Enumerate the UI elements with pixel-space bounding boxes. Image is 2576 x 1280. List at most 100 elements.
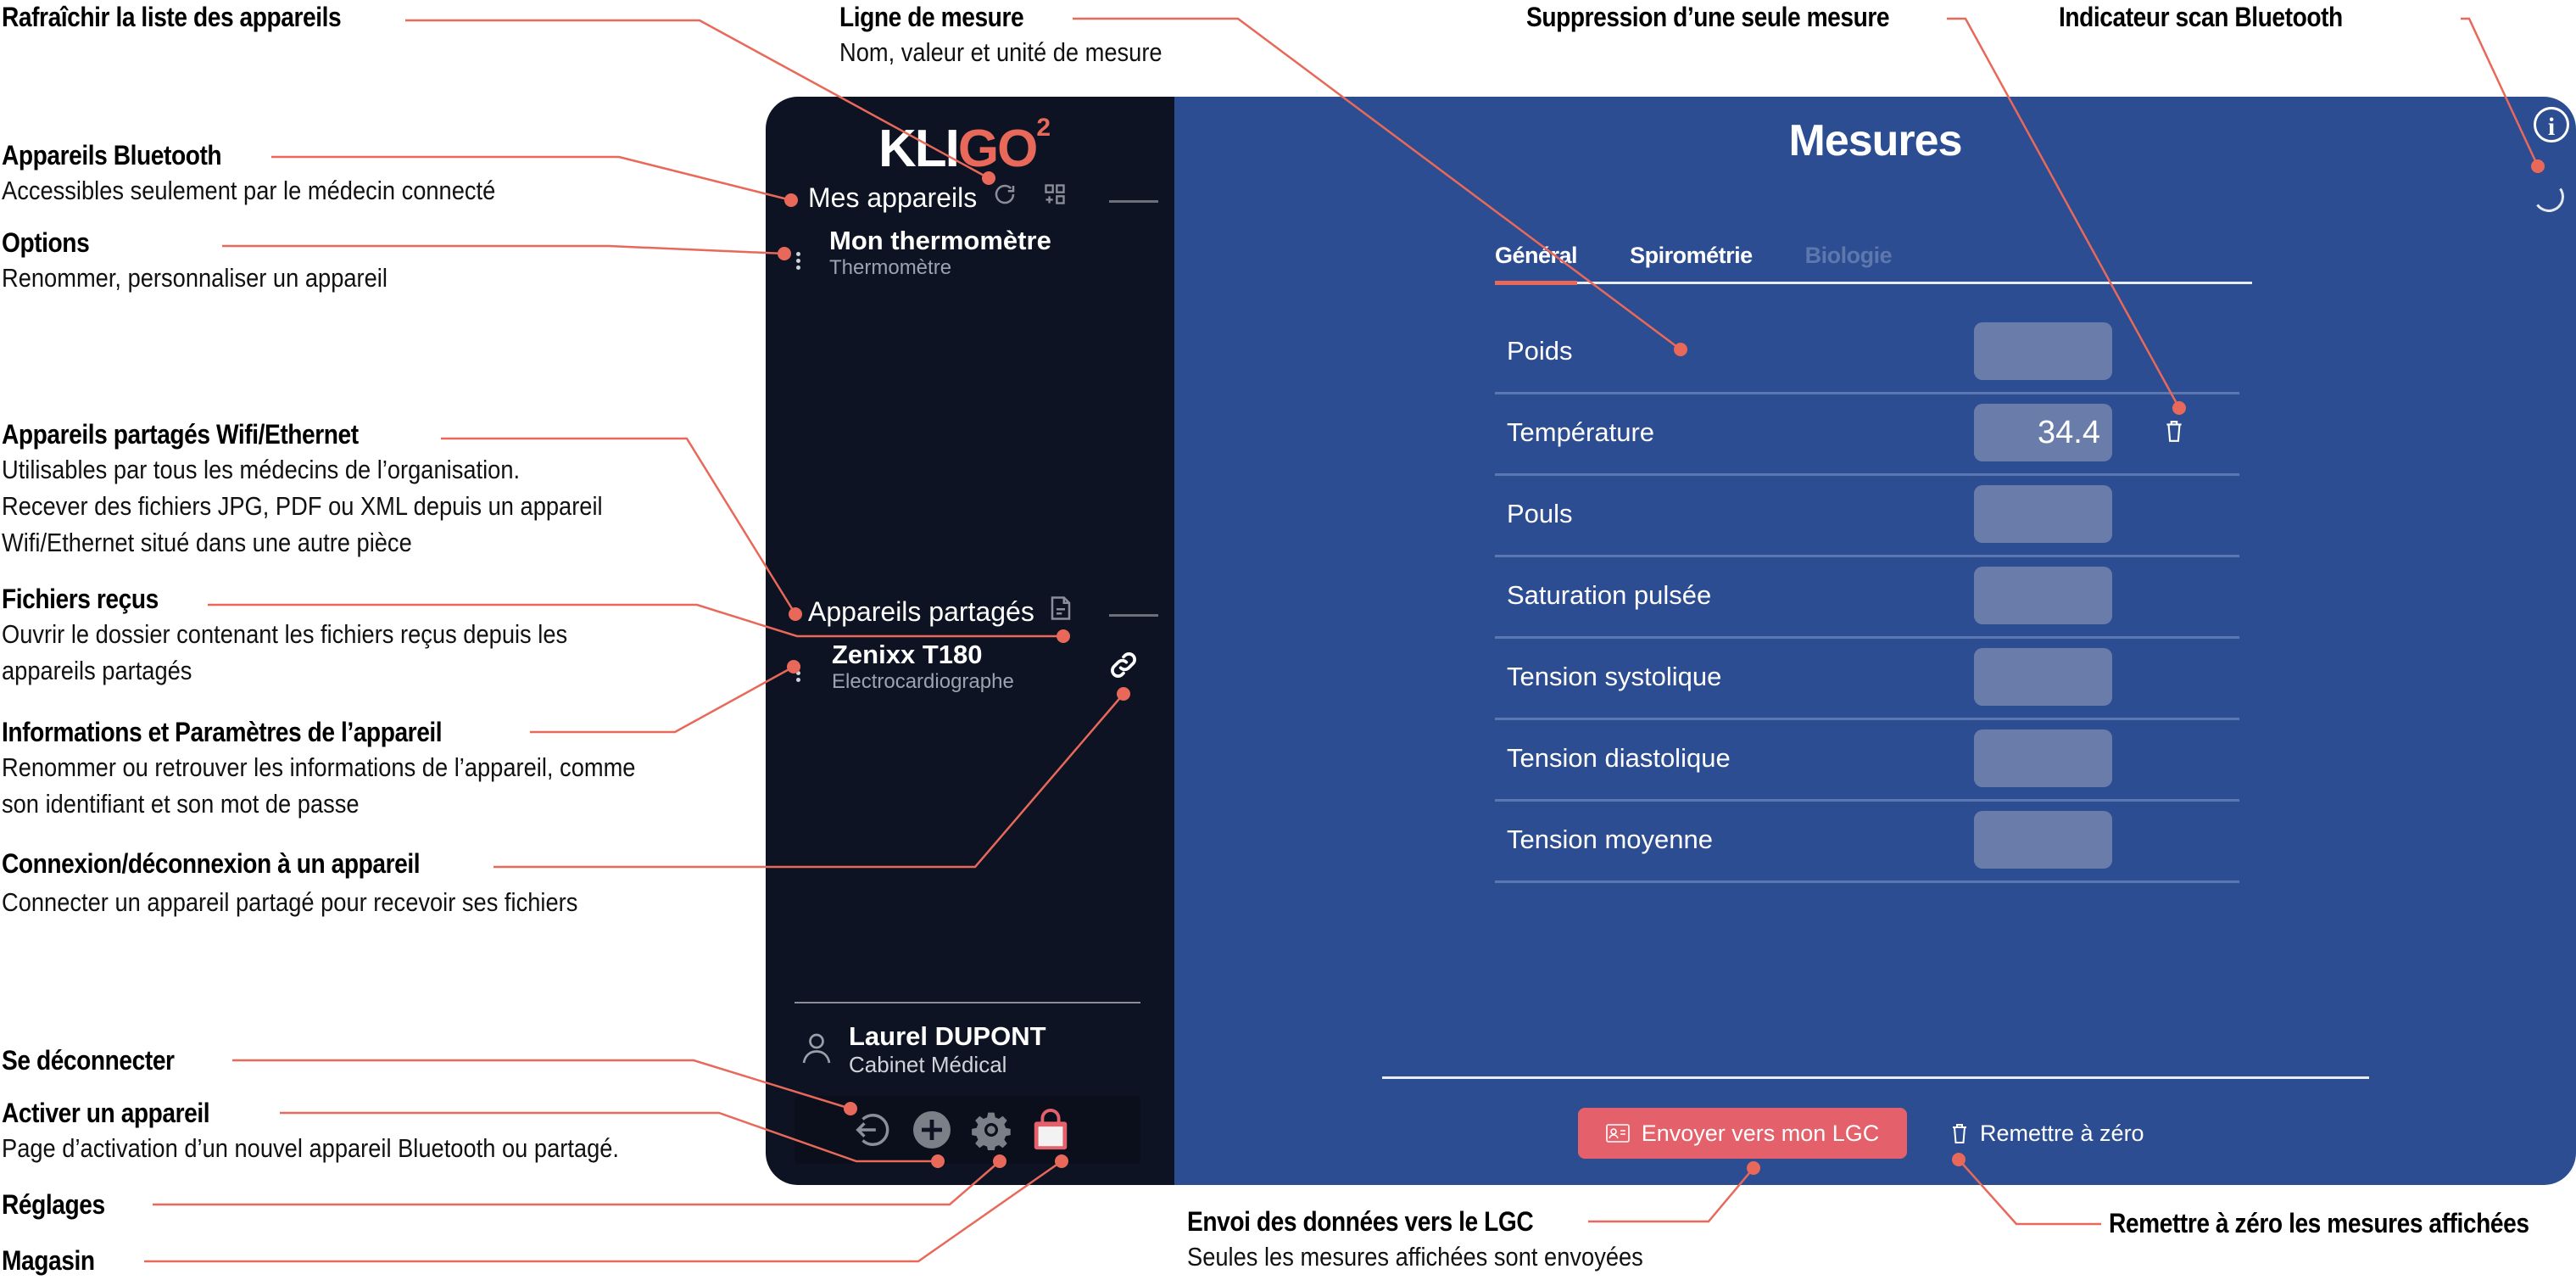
- annotation-desc: Seules les mesures affichées sont envoyé…: [1187, 1242, 1643, 1272]
- device-options-kebab-icon[interactable]: [796, 249, 801, 272]
- measure-value-input[interactable]: [1974, 729, 2112, 787]
- annotation-title: Magasin: [2, 1245, 95, 1276]
- annotation-desc: Wifi/Ethernet situé dans une autre pièce: [2, 528, 412, 557]
- annotation-delete-one: Suppression d’une seule mesure: [1526, 0, 1938, 34]
- tab-biologie: Biologie: [1804, 243, 1893, 268]
- measure-value-input[interactable]: [1974, 648, 2112, 706]
- annotation-bluetooth: Appareils Bluetooth Accessibles seulemen…: [2, 138, 563, 209]
- annotation-desc: Renommer, personnaliser un appareil: [2, 263, 388, 293]
- button-label: Remettre à zéro: [1980, 1120, 2144, 1146]
- measure-tabs: Général Spirométrie Biologie: [1495, 232, 2252, 285]
- button-label: Envoyer vers mon LGC: [1641, 1120, 1880, 1146]
- shared-device-item[interactable]: Zenixx T180 Electrocardiographe: [832, 640, 1014, 694]
- store-button[interactable]: [1030, 1109, 1071, 1150]
- annotation-desc: Connecter un appareil partagé pour recev…: [2, 887, 578, 917]
- main-panel: Mesures i Général Spirométrie Biologie P…: [1174, 97, 2576, 1185]
- measure-label: Tension diastolique: [1507, 743, 1731, 773]
- logout-icon: [856, 1114, 889, 1146]
- link-icon[interactable]: [1107, 648, 1140, 690]
- annotation-device-info: Informations et Paramètres de l’appareil…: [2, 715, 722, 822]
- annotation-desc: Nom, valeur et unité de mesure: [839, 37, 1163, 67]
- my-devices-header: Mes appareils: [808, 182, 1092, 214]
- annotation-settings: Réglages: [2, 1188, 119, 1221]
- section-divider: [1109, 200, 1158, 203]
- annotation-title: Informations et Paramètres de l’appareil: [2, 717, 443, 747]
- measure-row: Tension diastolique: [1495, 718, 2239, 802]
- annotation-send-lgc: Envoi des données vers le LGC Seules les…: [1187, 1205, 1705, 1275]
- measure-row: Tension systolique: [1495, 636, 2239, 720]
- user-icon: [801, 1031, 832, 1069]
- annotation-desc: appareils partagés: [2, 656, 192, 685]
- gear-icon: [972, 1112, 1011, 1150]
- measure-value-input[interactable]: [1974, 811, 2112, 869]
- device-type: Electrocardiographe: [832, 670, 1014, 693]
- device-type: Thermomètre: [829, 256, 952, 279]
- grid-add-icon[interactable]: [1043, 182, 1067, 213]
- bluetooth-scan-spinner-icon: [2531, 179, 2567, 215]
- file-icon[interactable]: [1050, 595, 1072, 628]
- section-title: Mes appareils: [808, 182, 978, 213]
- measure-row: Pouls: [1495, 473, 2239, 557]
- annotation-reset-all: Remettre à zéro les mesures affichées: [2109, 1206, 2576, 1240]
- annotation-title: Fichiers reçus: [2, 584, 159, 614]
- app-logo: KLIGO2: [878, 114, 1051, 179]
- measure-row: Température 34.4: [1495, 392, 2239, 476]
- annotation-options: Options Renommer, personnaliser un appar…: [2, 226, 440, 296]
- page-title: Mesures: [1788, 116, 1963, 165]
- section-title: Appareils partagés: [808, 595, 1034, 627]
- id-card-icon: [1605, 1124, 1630, 1143]
- reset-button[interactable]: Remettre à zéro: [1951, 1108, 2144, 1159]
- section-divider: [1109, 614, 1158, 617]
- logout-button[interactable]: [852, 1110, 893, 1150]
- measure-row: Saturation pulsée: [1495, 555, 2239, 639]
- app-window: KLIGO2 Mes appareils Mon thermomètre The…: [766, 97, 2576, 1185]
- measure-value-input[interactable]: 34.4: [1974, 404, 2112, 461]
- annotation-connect: Connexion/déconnexion à un appareil Conn…: [2, 847, 656, 920]
- logo-text: KLI: [878, 120, 960, 178]
- annotation-title: Connexion/déconnexion à un appareil: [2, 848, 421, 879]
- measure-label: Poids: [1507, 336, 1573, 366]
- activate-device-button[interactable]: [912, 1110, 952, 1150]
- measure-row: Tension moyenne: [1495, 799, 2239, 883]
- annotation-received: Fichiers reçus Ouvrir le dossier contena…: [2, 582, 644, 689]
- logo-superscript: 2: [1036, 114, 1051, 143]
- user-name: Laurel DUPONT: [849, 1021, 1046, 1051]
- annotation-title: Activer un appareil: [2, 1098, 210, 1128]
- annotation-title: Appareils partagés Wifi/Ethernet: [2, 419, 359, 450]
- measure-value-input[interactable]: [1974, 322, 2112, 380]
- logo-text: GO: [957, 120, 1038, 178]
- delete-measure-button[interactable]: [2165, 419, 2183, 447]
- annotation-refresh: Rafraîchir la liste des appareils: [2, 0, 388, 34]
- annotation-title: Appareils Bluetooth: [2, 140, 222, 170]
- measure-label: Température: [1507, 417, 1655, 447]
- settings-button[interactable]: [971, 1110, 1012, 1150]
- device-info-kebab-icon[interactable]: [796, 662, 801, 685]
- user-profile: Laurel DUPONT Cabinet Médical: [801, 1021, 1046, 1077]
- tab-spirometrie[interactable]: Spirométrie: [1630, 243, 1753, 268]
- user-divider: [795, 1002, 1140, 1003]
- annotation-store: Magasin: [2, 1244, 108, 1277]
- annotation-title: Suppression d’une seule mesure: [1526, 2, 1890, 32]
- add-circle-icon: [913, 1111, 951, 1149]
- device-name: Zenixx T180: [832, 640, 983, 669]
- measure-label: Saturation pulsée: [1507, 580, 1712, 610]
- shared-devices-header: Appareils partagés: [808, 595, 1097, 628]
- measure-label: Pouls: [1507, 499, 1573, 528]
- user-org: Cabinet Médical: [849, 1052, 1007, 1077]
- info-icon[interactable]: i: [2534, 107, 2569, 143]
- device-item[interactable]: Mon thermomètre Thermomètre: [829, 226, 1051, 280]
- measure-value-input[interactable]: [1974, 485, 2112, 543]
- annotation-desc: Utilisables par tous les médecins de l’o…: [2, 455, 521, 484]
- sidebar: KLIGO2 Mes appareils Mon thermomètre The…: [766, 97, 1174, 1185]
- tab-general[interactable]: Général: [1495, 232, 1578, 285]
- annotation-bt-scan: Indicateur scan Bluetooth: [2059, 0, 2381, 34]
- send-to-lgc-button[interactable]: Envoyer vers mon LGC: [1578, 1108, 1907, 1159]
- annotation-desc: Renommer ou retrouver les informations d…: [2, 752, 636, 782]
- sidebar-toolbar: [795, 1096, 1140, 1164]
- annotation-title: Rafraîchir la liste des appareils: [2, 2, 342, 32]
- refresh-icon[interactable]: [992, 182, 1018, 214]
- measure-value-input[interactable]: [1974, 567, 2112, 624]
- trash-icon: [2166, 420, 2182, 442]
- annotation-desc: Ouvrir le dossier contenant les fichiers…: [2, 619, 568, 649]
- measure-label: Tension moyenne: [1507, 824, 1713, 854]
